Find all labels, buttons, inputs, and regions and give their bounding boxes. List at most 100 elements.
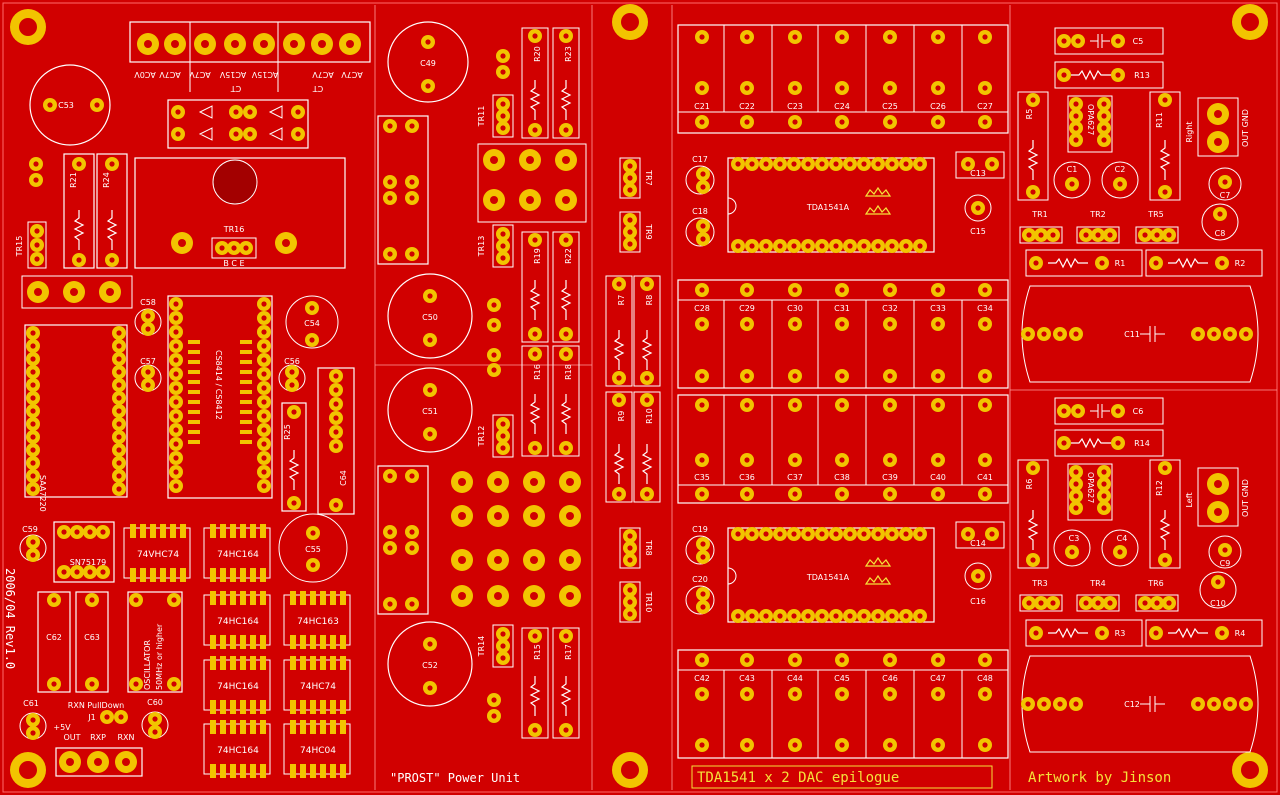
power-small-transistors: TR11 TR13 TR12 TR14 xyxy=(477,49,514,723)
part-label: C6 xyxy=(1133,407,1144,416)
power-diodes xyxy=(377,115,429,615)
logic-chips: 74VHC74 74HC164 74HC164 74HC163 xyxy=(123,524,351,778)
part-label: C26 xyxy=(930,102,946,111)
term-label: AC7V xyxy=(159,70,181,79)
part-label: C32 xyxy=(882,304,898,313)
chip-label: 50MHz or higher xyxy=(155,623,164,690)
label: OUT xyxy=(63,733,80,742)
part-label: C61 xyxy=(23,699,39,708)
part-label: C58 xyxy=(140,298,156,307)
part-label: R6 xyxy=(1025,479,1034,490)
part-label: C51 xyxy=(422,407,438,416)
part-label: C34 xyxy=(977,304,993,313)
term-label: AC7V xyxy=(341,70,363,79)
resistor-r25: R25 xyxy=(281,402,307,512)
power-resistors: R20 R23 R19 R22 R16 R18 R15 R17 xyxy=(521,27,580,739)
channel-label: Left xyxy=(1185,492,1194,507)
part-label: R9 xyxy=(617,411,626,422)
label: RXP xyxy=(90,733,106,742)
part-label: C55 xyxy=(305,545,321,554)
cap-row-1-labels: C21 C22 C23 C24 C25 C26 C27 xyxy=(694,102,993,111)
part-label: TR13 xyxy=(477,236,486,258)
part-label: C57 xyxy=(140,357,156,366)
part-label: C45 xyxy=(834,674,850,683)
resistor-r24: R24 xyxy=(96,153,128,269)
part-label: C15 xyxy=(970,227,986,236)
label: J1 xyxy=(87,713,95,722)
cap-row-1 xyxy=(677,24,1009,134)
part-label: C50 xyxy=(422,313,438,322)
part-label: R25 xyxy=(283,424,292,440)
part-label: C43 xyxy=(739,674,755,683)
chip-label: 74HC164 xyxy=(217,550,259,560)
part-label: C30 xyxy=(787,304,803,313)
chip-label: TDA1541A xyxy=(806,573,850,582)
term-label: CT xyxy=(313,84,324,93)
part-label: R24 xyxy=(102,172,111,188)
part-label: C2 xyxy=(1115,165,1126,174)
transistor-tr16: TR16 B C E xyxy=(134,157,346,269)
part-label: TR5 xyxy=(1147,210,1164,219)
cap-row-4: C42 C43 C44 C45 C46 C47 C48 xyxy=(677,649,1009,759)
part-label: C20 xyxy=(692,575,708,584)
part-label: C14 xyxy=(970,539,986,548)
part-label: C13 xyxy=(970,169,986,178)
part-label: C31 xyxy=(834,304,850,313)
part-label: TR1 xyxy=(1031,210,1048,219)
part-label: R4 xyxy=(1235,629,1246,638)
capacitor-c63: C63 xyxy=(75,591,109,693)
part-label: TR16 xyxy=(223,225,245,234)
part-label: R1 xyxy=(1115,259,1126,268)
part-label: C1 xyxy=(1067,165,1078,174)
part-label: C10 xyxy=(1210,599,1226,608)
revision-label: 2006/04 Rev1.0 xyxy=(3,568,17,669)
part-label: R18 xyxy=(564,364,573,380)
chip-label: 74VHC74 xyxy=(137,550,179,560)
chip-label: OPA627 xyxy=(1086,472,1095,503)
part-label: TR15 xyxy=(15,236,24,258)
part-label: C25 xyxy=(882,102,898,111)
part-label: C40 xyxy=(930,473,946,482)
part-label: R2 xyxy=(1235,259,1246,268)
part-label: R12 xyxy=(1155,480,1164,496)
out-gnd-label: OUT GND xyxy=(1241,109,1250,147)
part-label: TR9 xyxy=(644,223,653,240)
crystal-pads xyxy=(21,275,133,309)
chip-label: 74HC163 xyxy=(297,617,339,627)
part-label: TR6 xyxy=(1147,579,1164,588)
term-label: CT xyxy=(231,84,242,93)
section-dividers xyxy=(374,5,1277,790)
capacitor-c64: C64 xyxy=(317,367,355,515)
part-label: TR7 xyxy=(644,169,653,186)
part-label: R10 xyxy=(645,408,654,424)
part-label: C49 xyxy=(420,59,436,68)
input-connector: RXN PullDown J1 +5V OUT RXP RXN xyxy=(53,701,143,777)
part-label: R3 xyxy=(1115,629,1126,638)
part-label: R20 xyxy=(533,46,542,62)
part-label: TR4 xyxy=(1089,579,1106,588)
part-label: C47 xyxy=(930,674,946,683)
part-label: C56 xyxy=(284,357,300,366)
chip-sn75179: SN75179 xyxy=(53,521,115,583)
chip-cs8414: CS8414 / CS8412 xyxy=(167,295,273,499)
part-label: TR12 xyxy=(477,426,486,448)
label: RXN PullDown xyxy=(68,701,124,710)
chip-label: OSCILLATOR xyxy=(143,640,152,690)
chip-label: 74HC74 xyxy=(300,682,336,692)
chip-label: 74HC164 xyxy=(217,617,259,627)
part-label: C23 xyxy=(787,102,803,111)
chip-tda1541-bottom: TDA1541A xyxy=(727,527,935,623)
part-label: R14 xyxy=(1134,439,1150,448)
part-label: C11 xyxy=(1124,330,1140,339)
part-label: R21 xyxy=(69,172,78,188)
part-label: TR2 xyxy=(1089,210,1106,219)
part-label: C35 xyxy=(694,473,710,482)
part-label: C38 xyxy=(834,473,850,482)
part-label: TR3 xyxy=(1031,579,1048,588)
bridge-diodes-top xyxy=(167,99,309,149)
part-label: R19 xyxy=(533,248,542,264)
term-label: AC7V xyxy=(312,70,334,79)
term-label: AC7V xyxy=(189,70,211,79)
small-capacitors-left: C58 C57 C56 C54 C55 C59 C61 C60 xyxy=(19,295,348,740)
part-label: R15 xyxy=(533,644,542,660)
